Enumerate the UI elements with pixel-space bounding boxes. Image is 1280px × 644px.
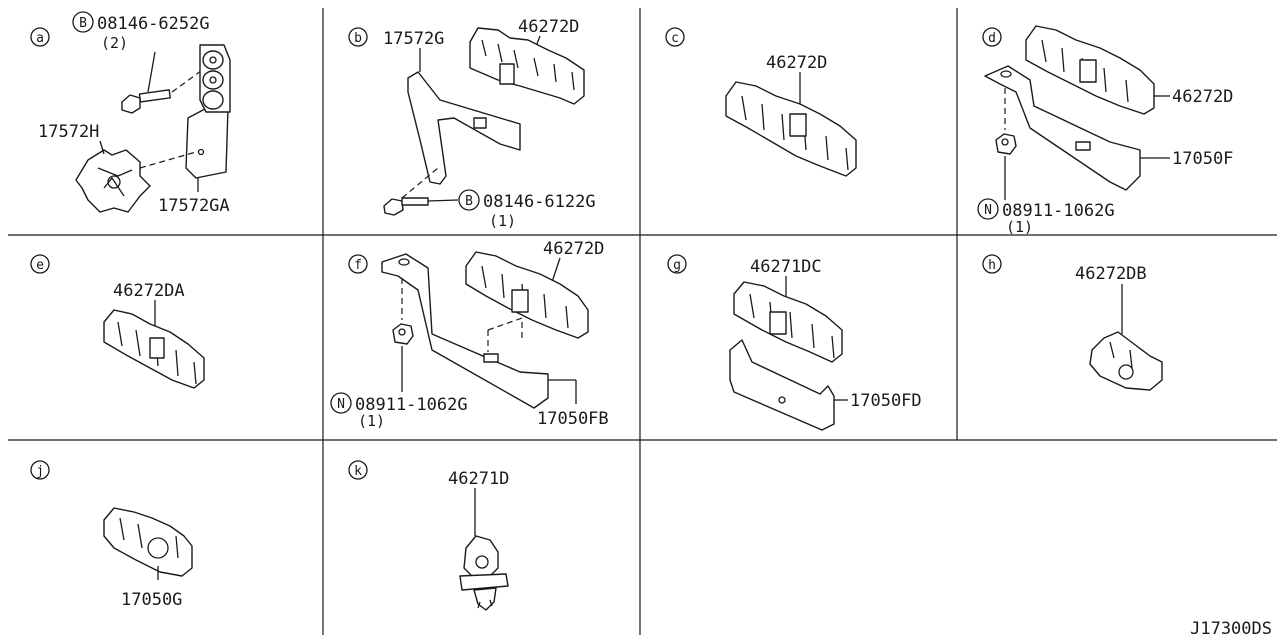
pipe-clip-icon (1025, 25, 1155, 115)
bolt-part-number: 08146-6252G (97, 14, 210, 34)
part-label-17572h: 17572H (38, 122, 99, 142)
nut-marker-n-icon: N (977, 198, 999, 220)
section-c: c 46272D (665, 27, 857, 177)
section-d: d 46272D 17050F N 08911-1062G (1) (977, 25, 1233, 236)
section-h: h 46272DB (982, 254, 1163, 391)
pipe-clip-icon (465, 251, 589, 339)
nut-quantity: (1) (1006, 218, 1033, 236)
svg-text:j: j (36, 464, 44, 479)
section-k: k 46271D (348, 460, 509, 611)
section-f: f 46272D 17050FB N 08911-1062G (1) (330, 239, 609, 430)
section-k-badge: k (348, 460, 368, 480)
svg-text:N: N (337, 397, 345, 412)
section-e: e 46272DA (30, 254, 205, 389)
bolt-marker-b-icon: B (458, 189, 480, 211)
svg-text:e: e (36, 258, 44, 273)
section-j-badge: j (30, 460, 50, 480)
part-label-46272da: 46272DA (113, 281, 185, 301)
nut-part-number: 08911-1062G (1002, 201, 1115, 221)
part-label-46272d-d: 46272D (1172, 87, 1233, 107)
push-clip-icon (459, 535, 509, 611)
grid-lines (8, 8, 1277, 635)
part-label-46271dc: 46271DC (750, 257, 822, 277)
section-a: a B 08146-6252G (2) (30, 11, 231, 216)
svg-text:N: N (984, 203, 992, 218)
section-g: g 46271DC 17050FD (667, 254, 922, 431)
flange-nut-icon (392, 323, 414, 345)
flange-nut-icon (995, 133, 1017, 155)
pipe-clip-icon (103, 309, 205, 389)
pipe-clip-icon (725, 81, 857, 177)
nut-part-number: 08911-1062G (355, 395, 468, 415)
bolt-quantity: (2) (101, 34, 128, 52)
section-b-badge: b (348, 27, 368, 47)
bolt-part-number: 08146-6122G (483, 192, 596, 212)
svg-text:f: f (354, 258, 362, 273)
pipe-clip-icon (469, 27, 585, 105)
section-d-badge: d (982, 27, 1002, 47)
bolt-quantity: (1) (489, 212, 516, 230)
pipe-clip-icon (733, 281, 843, 363)
support-bracket-icon (381, 253, 549, 409)
double-clip-icon (103, 507, 193, 577)
svg-text:c: c (671, 31, 679, 46)
bolt-icon (383, 197, 429, 216)
section-b: b 17572G 46272D B 08146-6122G (1) (348, 17, 596, 230)
bolt-icon (121, 89, 171, 114)
part-label-46272d-b: 46272D (518, 17, 579, 37)
section-h-badge: h (982, 254, 1002, 274)
nut-marker-n-icon: N (330, 392, 352, 414)
svg-text:B: B (79, 16, 87, 31)
bolt-marker-b-icon: B (72, 11, 94, 33)
part-label-17572ga: 17572GA (158, 196, 230, 216)
diagram-code: J17300DS (1190, 619, 1272, 639)
mount-bracket-icon (185, 44, 231, 179)
svg-text:g: g (673, 258, 681, 273)
single-clip-icon (1089, 331, 1163, 391)
part-label-46272db: 46272DB (1075, 264, 1147, 284)
support-bracket-icon (984, 65, 1141, 191)
section-g-badge: g (667, 254, 687, 274)
svg-text:b: b (354, 31, 362, 46)
part-label-17050fb: 17050FB (537, 409, 609, 429)
part-label-46272d-c: 46272D (766, 53, 827, 73)
section-e-badge: e (30, 254, 50, 274)
long-bracket-icon (407, 71, 521, 185)
svg-text:h: h (988, 258, 996, 273)
part-label-17050g: 17050G (121, 590, 182, 610)
section-c-badge: c (665, 27, 685, 47)
nut-quantity: (1) (358, 412, 385, 430)
svg-text:B: B (465, 194, 473, 209)
svg-text:d: d (988, 31, 996, 46)
part-label-17050f: 17050F (1172, 149, 1233, 169)
section-a-badge: a (30, 27, 50, 47)
part-label-17572g: 17572G (383, 29, 444, 49)
section-j: j 17050G (30, 460, 193, 610)
star-clip-icon (75, 149, 151, 213)
svg-text:k: k (354, 464, 362, 479)
part-label-46271d: 46271D (448, 469, 509, 489)
section-f-badge: f (348, 254, 368, 274)
part-label-46272d-f: 46272D (543, 239, 604, 259)
part-label-17050fd: 17050FD (850, 391, 922, 411)
svg-text:a: a (36, 31, 44, 46)
saddle-bracket-icon (729, 339, 835, 431)
